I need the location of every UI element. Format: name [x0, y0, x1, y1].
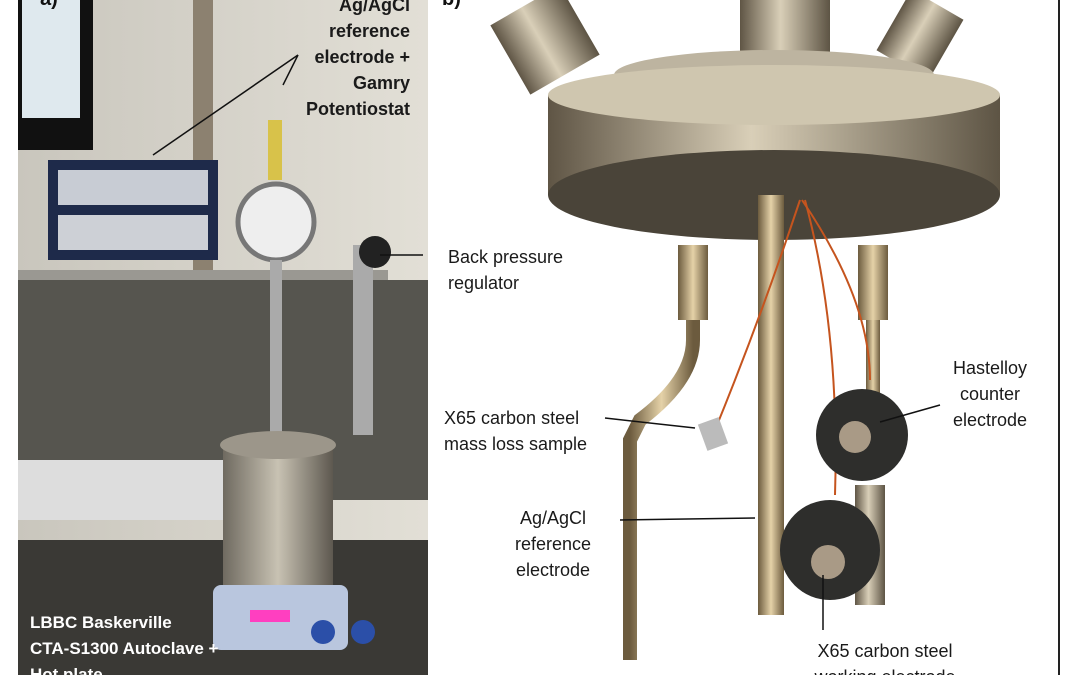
autoclave-lid-photo [490, 0, 1000, 660]
annotation-line: CTA-S1300 Autoclave + [30, 639, 219, 658]
annotation-line: Hot plate [30, 665, 103, 675]
counter-electrode-annotation: Hastelloy counter electrode [940, 355, 1040, 433]
annotation-line: electrode [952, 410, 1028, 430]
annotation-line: electrode [515, 560, 591, 580]
annotation-line: reference [514, 534, 592, 554]
annotation-line: working electrode [795, 664, 975, 675]
panel-a-photo: a) Ag/AgCl reference electrode + Gamry P… [18, 0, 428, 675]
panel-b-photo: b) Hastelloy counter electrode X65 carbo… [430, 0, 1060, 675]
annotation-line: Back pressure [448, 247, 564, 267]
annotation-line: X65 carbon steel [817, 641, 953, 661]
annotation-line: Hastelloy [952, 358, 1028, 378]
panel-a-label: a) [40, 0, 58, 11]
annotation-line: Potentiostat [305, 99, 410, 119]
annotation-line: Gamry [352, 73, 410, 93]
mass-loss-annotation: X65 carbon steel mass loss sample [444, 405, 624, 457]
annotation-line: counter [959, 384, 1021, 404]
back-pressure-annotation: Back pressure regulator [448, 244, 598, 296]
autoclave-annotation: LBBC Baskerville CTA-S1300 Autoclave + H… [30, 610, 330, 675]
annotation-line: regulator [448, 273, 520, 293]
annotation-line: X65 carbon steel [444, 408, 580, 428]
annotation-line: reference [328, 21, 410, 41]
annotation-line: LBBC Baskerville [30, 613, 172, 632]
reference-electrode-annotation: Ag/AgCl reference electrode [498, 505, 608, 583]
annotation-line: mass loss sample [444, 434, 588, 454]
annotation-line: Ag/AgCl [339, 0, 410, 15]
working-electrode-annotation: X65 carbon steel working electrode [795, 638, 975, 675]
potentiostat-annotation: Ag/AgCl reference electrode + Gamry Pote… [268, 0, 410, 122]
annotation-line: electrode + [314, 47, 410, 67]
panel-b-label: b) [442, 0, 461, 11]
annotation-line: Ag/AgCl [519, 508, 587, 528]
lab-setup-photo [18, 0, 428, 675]
